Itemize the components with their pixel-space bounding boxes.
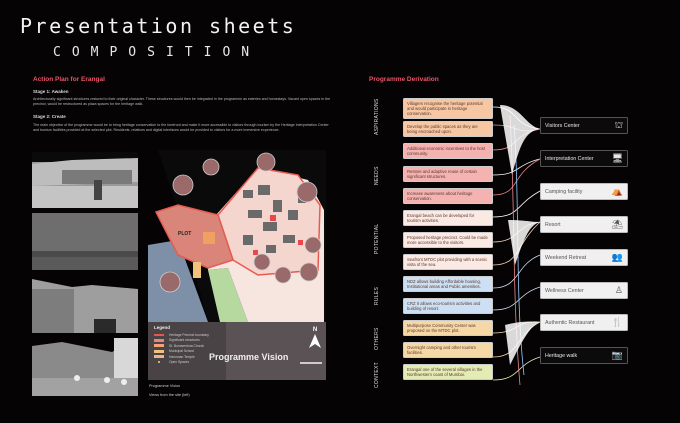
derivation-item: Seafront MTDC plot providing with a scen… [403,254,493,270]
stage1-title: Stage 1: Awaken [33,89,69,94]
legend-swatch [154,360,164,364]
legend-swatch [154,355,164,359]
derivation-item: Restore and adaptive reuse of certain si… [403,166,493,182]
legend-swatch [154,344,164,348]
derivation-item: Develop the public spaces as they are be… [403,121,493,137]
interpretation-center-icon: 🖥 [611,153,623,163]
derivation-item: NDZ allows building Affordable housing, … [403,276,493,292]
north-arrow-icon: N [309,327,321,352]
legend-item: Heritage Precinct boundary [154,332,209,338]
church-wall-photo [32,275,138,333]
beach-umbrella-icon: ⛱ [611,219,623,229]
outcome-resort: Resort ⛱ [540,216,628,233]
tent-icon: ⛺ [611,186,623,196]
legend-title: Legend [154,325,171,330]
beach-photo [32,213,138,270]
page-title: Presentation sheets [20,14,297,38]
caption-line-2: Views from the site (left) [149,393,190,397]
legend-list: Heritage Precinct boundary Significant s… [154,332,209,365]
stage2-text: The main objective of the programme woul… [33,123,329,132]
cutlery-icon: 🍴 [611,317,623,327]
derivation-item: Villagers recognise the heritage potenti… [403,98,493,120]
derivation-item: Overnight camping and other tourism faci… [403,342,493,358]
page-subtitle: COMPOSITION [53,45,261,60]
outcome-wellness-center: Wellness Center ♙ [540,282,628,299]
flow-lines [492,105,541,386]
group-icon: 👥 [611,252,623,262]
outcome-weekend-retreat: Weekend Retreat 👥 [540,249,628,266]
legend-item: Open Spaces [154,360,209,366]
scale-bar-icon [300,362,322,364]
outcome-visitors-center: Visitors Center ⛫ [540,117,628,134]
legend-item: St. Bonaventura Church [154,343,209,349]
legend-swatch [154,338,164,342]
caption-line-1: Programme Vision [149,384,181,388]
programme-vision-title: Programme Vision [209,352,289,362]
category-potential: POTENTIAL [374,223,380,254]
derivation-item: Erangal beach can be developed for touri… [403,210,493,226]
action-plan-heading: Action Plan for Erangal [33,76,105,83]
stage1-text: Architecturally significant structures r… [33,97,331,106]
derivation-heading: Programme Derivation [369,76,439,83]
map-legend-panel: Legend Heritage Precinct boundary Signif… [148,322,326,380]
visitors-center-icon: ⛫ [614,120,623,130]
children-playing-photo [32,338,138,396]
legend-item: Significant structures [154,338,209,344]
legend-swatch [154,349,164,353]
derivation-item: Increase awareness about heritage conser… [403,188,493,204]
derivation-item: Proposed heritage precinct. Could be mad… [403,232,493,248]
meditation-icon: ♙ [614,285,623,295]
camera-icon: 📷 [611,350,623,360]
street-photo [32,152,138,208]
plot-label: PLOT [178,231,191,237]
site-map: PLOT [148,150,326,322]
vision-panel [226,322,326,380]
category-rules: RULES [374,286,380,305]
legend-item: Hanuman Temple [154,354,209,360]
category-aspirations: ASPIRATIONS [374,98,380,135]
legend-item: Municipal School [154,349,209,355]
category-others: OTHERS [374,327,380,350]
outcome-authentic-restaurant: Authentic Restaurant 🍴 [540,314,628,331]
outcome-heritage-walk: Heritage walk 📷 [540,347,628,364]
legend-swatch [154,334,164,336]
outcome-camping-facility: Camping facility ⛺ [540,183,628,200]
derivation-item: Multipurpose Community Center was propos… [403,320,493,336]
derivation-item: Additional economic incentives to the ho… [403,143,493,159]
derivation-item: CRZ II allows eco-tourism activities and… [403,298,493,314]
derivation-item: Erangal one of the several villages in t… [403,364,493,380]
outcome-interpretation-center: Interpretation Center 🖥 [540,150,628,167]
category-context: CONTEXT [374,362,380,388]
stage2-title: Stage 2: Create [33,114,66,119]
category-needs: NEEDS [374,166,380,185]
